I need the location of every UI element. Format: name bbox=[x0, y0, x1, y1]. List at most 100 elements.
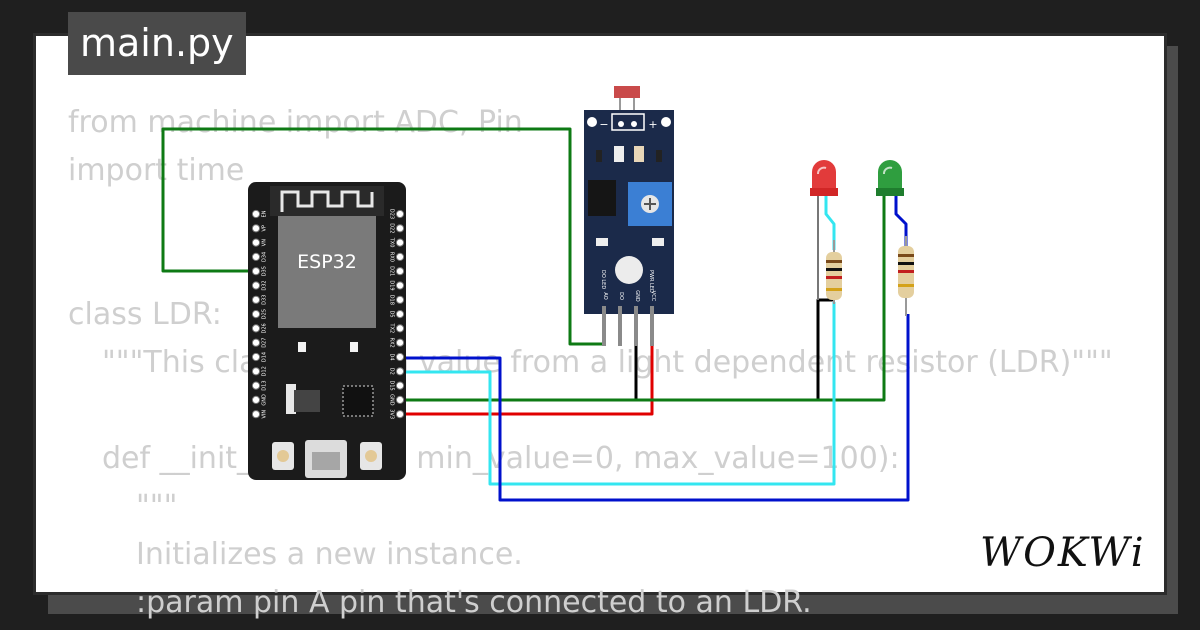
resistor-red-led[interactable] bbox=[826, 240, 842, 304]
code-line: Initializes a new instance. bbox=[136, 537, 523, 572]
esp32-pin[interactable] bbox=[251, 338, 261, 347]
esp32-pin-label: D2 bbox=[389, 368, 395, 375]
esp32-pin-label: D21 bbox=[389, 266, 395, 276]
esp32-pin-label: D26 bbox=[262, 323, 268, 333]
esp32-pin[interactable] bbox=[395, 352, 405, 362]
esp32-pin[interactable] bbox=[251, 209, 261, 219]
wire-ldr-ao-green bbox=[161, 127, 604, 346]
esp32-pin[interactable] bbox=[251, 224, 261, 233]
ldr-plus-label: + bbox=[648, 118, 657, 131]
esp32-pin-label: D22 bbox=[389, 223, 395, 233]
esp32-pin-label: VIN bbox=[262, 410, 268, 419]
esp32-pin-label: GND bbox=[262, 394, 268, 406]
code-line: """ bbox=[136, 489, 178, 524]
ldr-pin-label: AO bbox=[602, 292, 608, 299]
do-led-label: DO LED bbox=[600, 270, 606, 289]
code-line: class LDR: bbox=[68, 297, 222, 332]
ldr-module-led bbox=[615, 256, 643, 284]
esp32-pin[interactable] bbox=[395, 324, 405, 333]
esp32-pin[interactable] bbox=[251, 324, 261, 333]
resistor-green-led[interactable] bbox=[898, 236, 914, 316]
esp32-pin[interactable] bbox=[251, 238, 261, 247]
wire-led-red-lead bbox=[824, 196, 836, 250]
wokwi-logo: WOKWi bbox=[980, 530, 1146, 576]
esp32-pin[interactable] bbox=[395, 252, 405, 261]
ldr-pin-label: VCC bbox=[650, 291, 656, 302]
ldr-pin[interactable] bbox=[602, 306, 606, 346]
esp32-pin[interactable] bbox=[395, 410, 405, 419]
ldr-pin[interactable] bbox=[634, 306, 638, 346]
esp32-pin[interactable] bbox=[251, 367, 261, 376]
esp32-pin[interactable] bbox=[395, 224, 405, 233]
ldr-pin[interactable] bbox=[650, 306, 654, 346]
esp32-pin-label: D5 bbox=[389, 311, 395, 318]
esp32-pin-label: D33 bbox=[262, 295, 268, 305]
code-line: from machine import ADC, Pin bbox=[68, 105, 523, 140]
esp32-pin[interactable] bbox=[251, 267, 261, 276]
esp32-pin-label: D34 bbox=[262, 252, 268, 262]
esp32-pin-label: TX0 bbox=[389, 237, 395, 248]
esp32-pin[interactable] bbox=[251, 395, 261, 404]
esp32-chip-label: ESP32 bbox=[297, 251, 357, 273]
esp32-pin[interactable] bbox=[395, 238, 405, 247]
wire-led-green-lead bbox=[894, 196, 908, 246]
esp32-pin[interactable] bbox=[395, 267, 405, 276]
esp32-pin[interactable] bbox=[251, 410, 261, 419]
boot-button[interactable] bbox=[360, 442, 382, 470]
pwr-led-label: PWR LED bbox=[648, 270, 654, 293]
esp32-pin[interactable] bbox=[395, 295, 405, 304]
ldr-pin[interactable] bbox=[618, 306, 622, 346]
esp32-pin-label: D27 bbox=[262, 338, 268, 348]
esp32-pin[interactable] bbox=[251, 381, 261, 390]
code-line: :param pin A pin that's connected to an … bbox=[136, 585, 812, 620]
esp32-pin-label: D35 bbox=[262, 266, 268, 276]
esp32-pin-label: D23 bbox=[389, 209, 395, 219]
esp32-pin-label: D15 bbox=[389, 380, 395, 390]
esp32-pin[interactable] bbox=[395, 381, 405, 390]
esp32-pin-label: D32 bbox=[262, 280, 268, 290]
wokwi-logo-text: WOKWi bbox=[980, 530, 1146, 576]
ldr-minus-label: − bbox=[599, 118, 608, 131]
esp32-pin-label: D13 bbox=[262, 380, 268, 390]
esp32-pin-label: TX2 bbox=[389, 323, 395, 334]
wire-d4-blue bbox=[400, 314, 910, 502]
esp32-pin[interactable] bbox=[395, 367, 405, 376]
wire-3v3-red bbox=[400, 318, 654, 416]
esp32-left-pins: ENVPVND34D35D32D33D25D26D27D14D12D13GNDV… bbox=[251, 209, 268, 419]
led-green[interactable] bbox=[876, 160, 904, 196]
esp32-pin-label: GND bbox=[389, 394, 395, 406]
esp32-pin[interactable] bbox=[395, 310, 405, 319]
ldr-pin-label: GND bbox=[634, 290, 640, 302]
esp32-pin[interactable] bbox=[395, 209, 405, 219]
led-red[interactable] bbox=[810, 160, 838, 300]
esp32-pin-label: EN bbox=[262, 210, 268, 217]
en-button[interactable] bbox=[272, 442, 294, 470]
esp32-pin-label: RX2 bbox=[389, 338, 395, 348]
esp32-pin-label: D4 bbox=[389, 353, 395, 360]
esp32-pin[interactable] bbox=[251, 281, 261, 290]
esp32-pin[interactable] bbox=[251, 352, 261, 362]
esp32-pin-label: RX0 bbox=[389, 252, 395, 262]
esp32-pin[interactable] bbox=[251, 252, 261, 261]
esp32-pin-label: D18 bbox=[389, 295, 395, 305]
esp32-pin[interactable] bbox=[251, 295, 261, 304]
esp32-pin-label: 3V3 bbox=[389, 409, 395, 419]
esp32-pin[interactable] bbox=[251, 310, 261, 319]
file-tab-label: main.py bbox=[80, 21, 234, 65]
file-tab[interactable]: main.py bbox=[68, 12, 246, 75]
code-line: import time bbox=[68, 153, 245, 188]
esp32-board[interactable]: ESP32 ENVPVND34D35D32D33D25D26D27D14D12D… bbox=[248, 182, 406, 480]
esp32-chip bbox=[278, 216, 376, 328]
esp32-pin-label: D14 bbox=[262, 352, 268, 362]
esp32-pin[interactable] bbox=[395, 338, 405, 347]
esp32-pin-label: D19 bbox=[389, 280, 395, 290]
wire-led-green bbox=[400, 196, 886, 402]
esp32-pin[interactable] bbox=[395, 281, 405, 290]
photoresistor-head bbox=[614, 86, 640, 98]
esp32-pin[interactable] bbox=[395, 395, 405, 404]
esp32-pin-label: VN bbox=[262, 239, 268, 246]
